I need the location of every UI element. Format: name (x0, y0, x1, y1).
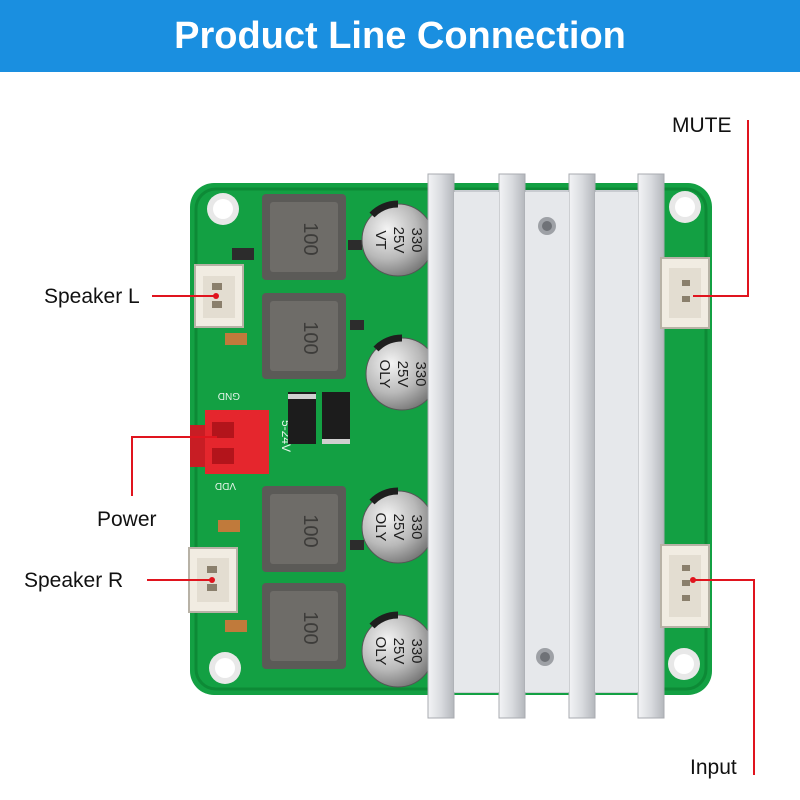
capacitor-value: 330 (408, 227, 425, 252)
power-connector (190, 410, 269, 474)
heatsink-fin (637, 173, 665, 719)
label-speaker-l: Speaker L (44, 285, 140, 308)
inductor-label: 100 (299, 514, 321, 547)
mount-hole-bottom-right (668, 648, 700, 680)
leader-line-input (693, 579, 755, 775)
mount-hole-top-right (669, 191, 701, 223)
inductor-label: 100 (299, 321, 321, 354)
header-banner: Product Line Connection (0, 0, 800, 72)
leader-dot (209, 577, 215, 583)
leader-line-mute (693, 120, 749, 297)
capacitor-series: OLY (372, 513, 389, 542)
page-title: Product Line Connection (174, 14, 626, 57)
capacitor-series: OLY (376, 360, 393, 389)
capacitor-series: OLY (372, 637, 389, 666)
silkscreen-vdd: VDD (215, 480, 236, 491)
heatsink-fin (568, 173, 596, 719)
inductor-2: 100 (262, 293, 346, 379)
smd-resistor (218, 520, 240, 532)
capacitor-value: 330 (412, 361, 429, 386)
label-power: Power (97, 508, 157, 531)
heatsink-screw-top (538, 217, 556, 235)
smd-diode (288, 392, 316, 444)
capacitor-3: 330 25V OLY (361, 487, 435, 564)
smd-resistor (350, 540, 364, 550)
heatsink (427, 173, 665, 719)
capacitor-2: 330 25V OLY (365, 334, 439, 411)
smd-resistor (225, 620, 247, 632)
capacitor-value: 330 (408, 638, 425, 663)
capacitor-voltage: 25V (390, 638, 407, 665)
heatsink-fin (498, 173, 526, 719)
label-input: Input (690, 756, 737, 779)
heatsink-screw-bottom (536, 648, 554, 666)
mute-connector (660, 257, 710, 329)
heatsink-fin (427, 173, 455, 719)
capacitor-4: 330 25V OLY (361, 611, 435, 688)
inductor-label: 100 (299, 222, 321, 255)
smd-resistor (350, 320, 364, 330)
capacitor-voltage: 25V (390, 514, 407, 541)
capacitor-1: 330 25V VT (361, 200, 435, 277)
label-speaker-r: Speaker R (24, 569, 124, 592)
label-mute: MUTE (672, 114, 732, 137)
leader-dot (213, 293, 219, 299)
smd-resistor (232, 248, 254, 260)
smd-resistor (225, 333, 247, 345)
input-connector (660, 544, 710, 628)
smd-resistor (348, 240, 362, 250)
smd-diode (322, 392, 350, 444)
mount-hole-top-left (207, 193, 239, 225)
silkscreen-gnd: GND (218, 390, 240, 401)
inductor-3: 100 (262, 486, 346, 572)
leader-line-power (131, 436, 217, 496)
inductor-label: 100 (299, 611, 321, 644)
capacitor-voltage: 25V (390, 227, 407, 254)
capacitor-series: VT (372, 230, 389, 249)
inductor-1: 100 (262, 194, 346, 280)
mount-hole-bottom-left (209, 652, 241, 684)
leader-dot (690, 577, 696, 583)
inductor-4: 100 (262, 583, 346, 669)
capacitor-voltage: 25V (394, 361, 411, 388)
capacitor-value: 330 (408, 514, 425, 539)
